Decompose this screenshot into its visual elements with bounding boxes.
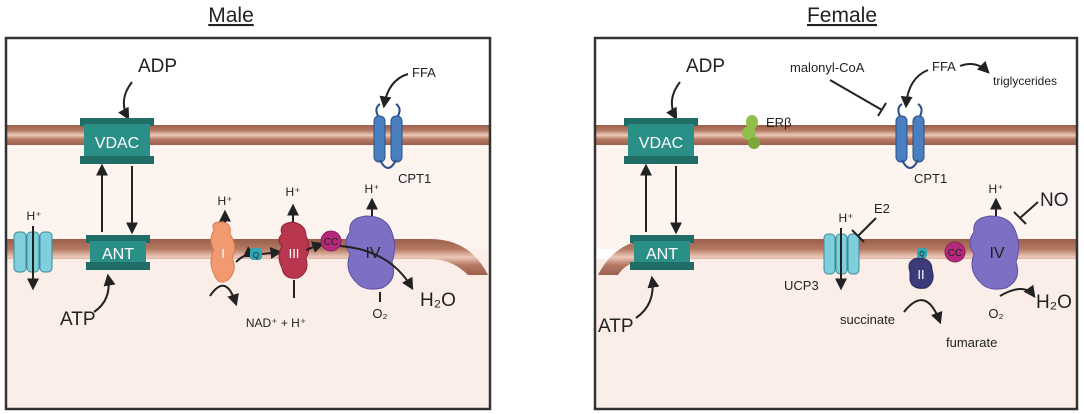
vdac-label: VDAC: [95, 135, 139, 152]
electron-arrow-2: [261, 247, 283, 260]
complex-iii: III: [278, 221, 310, 279]
electron-to-water-arrow: [339, 245, 414, 291]
e2-label: E2: [874, 201, 890, 216]
complex-ii: II: [908, 257, 934, 289]
ucp3-channel: [823, 233, 860, 275]
ucp3-label: UCP3: [784, 278, 819, 293]
malonyl-coa-label: malonyl-CoA: [790, 60, 865, 75]
ffa-to-tg-arrow: [959, 60, 990, 74]
atp-label: ATP: [598, 316, 634, 337]
intermembrane-space: [6, 145, 490, 249]
ucp3-h-label: H⁺: [839, 211, 854, 225]
ubiquinone: Q: [917, 248, 927, 258]
atp-arrow: [93, 273, 116, 313]
complex3-h-label: H⁺: [286, 185, 301, 199]
malonyl-inhibition-bar: [877, 102, 887, 117]
vdac-transporter: VDAC: [80, 118, 154, 164]
outer-membrane: [6, 125, 490, 145]
ffa-label: FFA: [412, 65, 436, 80]
o2-to-water-arrow: [999, 284, 1036, 298]
panel-title-female: Female: [807, 4, 877, 27]
ant-label: ANT: [646, 246, 678, 263]
cytochrome-c: CC: [944, 241, 966, 263]
male-panel: Male ADP VDAC ANT ATP H⁺: [4, 4, 492, 411]
cc-label: CC: [324, 237, 338, 248]
ant-transporter: ANT: [86, 235, 150, 270]
nad-label: NAD⁺ + H⁺: [246, 316, 306, 330]
panel-title-male: Male: [208, 4, 254, 27]
malonyl-inhibition-line: [829, 79, 883, 111]
ant-label: ANT: [102, 246, 134, 263]
no-label: NO: [1040, 190, 1069, 211]
cpt1-label: CPT1: [398, 171, 431, 186]
female-panel: Female ADP VDAC ANT ATP: [593, 4, 1079, 411]
complex1-h-label: H⁺: [218, 194, 233, 208]
succinate-oxidation-arrow: [903, 299, 943, 325]
cpt1-transporter: [373, 103, 403, 169]
complex3-label: III: [289, 246, 300, 261]
vdac-label: VDAC: [639, 135, 683, 152]
electron-arrow-3: [305, 241, 325, 253]
no-inhibition-line: [1019, 201, 1039, 219]
cc-label: CC: [948, 248, 962, 259]
adp-arrow: [666, 81, 681, 121]
ffa-label: FFA: [932, 59, 956, 74]
cpt1-label: CPT1: [914, 171, 947, 186]
cpt1-transporter: [895, 103, 925, 169]
panel-frame-female: [593, 36, 1079, 411]
atp-arrow: [635, 275, 660, 319]
complex1-label: I: [221, 246, 225, 261]
adp-arrow: [118, 81, 133, 121]
er-beta-label: ERβ: [766, 115, 792, 130]
er-beta-receptor: [742, 115, 760, 149]
complex4-label: IV: [989, 245, 1004, 262]
complex4-h-label: H⁺: [365, 182, 380, 196]
q-label: Q: [919, 251, 925, 258]
e2-inhibition-line: [857, 217, 877, 237]
ffa-arrow: [900, 69, 929, 109]
complex2-label: II: [917, 267, 924, 282]
q-label: Q: [253, 251, 259, 260]
adp-label: ADP: [686, 56, 725, 77]
outer-membrane: [596, 125, 1076, 145]
triglycerides-label: triglycerides: [993, 74, 1057, 88]
complex-i: I: [210, 221, 236, 283]
ubiquinone: Q: [250, 248, 262, 260]
panel-frame-male: [4, 36, 492, 411]
vdac-transporter: VDAC: [624, 118, 698, 164]
succinate-label: succinate: [840, 312, 895, 327]
e2-inhibition-bar: [851, 229, 865, 243]
nadh-oxidation-arrow: [209, 284, 239, 307]
no-inhibition-bar: [1013, 211, 1027, 225]
matrix: [6, 249, 490, 409]
h2o-label: H₂O: [1036, 292, 1072, 313]
cytochrome-c: CC: [320, 230, 342, 252]
complex-iv: IV: [969, 215, 1020, 290]
complex4-h-label: H⁺: [989, 182, 1004, 196]
o2-label: O₂: [372, 306, 387, 321]
adp-label: ADP: [138, 56, 177, 77]
ant-transporter: ANT: [630, 235, 694, 270]
proton-leak-h-label: H⁺: [27, 209, 42, 223]
fumarate-label: fumarate: [946, 335, 997, 350]
o2-label: O₂: [988, 306, 1003, 321]
h2o-label: H₂O: [420, 290, 456, 311]
ffa-arrow: [379, 73, 409, 109]
atp-label: ATP: [60, 309, 96, 330]
